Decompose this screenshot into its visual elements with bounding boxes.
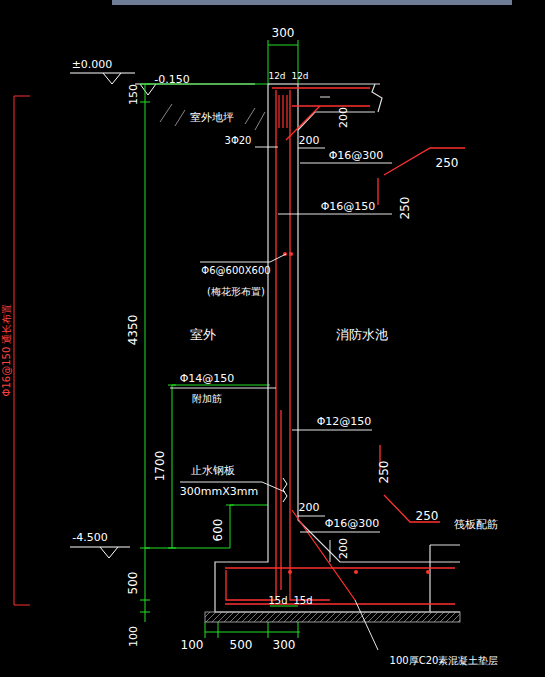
annotation-text: 500	[230, 639, 253, 651]
annotation-text: 250	[416, 510, 439, 522]
dimension-lines	[140, 40, 300, 638]
annotation-text: 3Φ20	[225, 136, 252, 146]
rebar	[225, 88, 465, 604]
dimension-text: 250	[378, 461, 390, 484]
annotation-text: 15d	[293, 596, 312, 606]
dimension-text: 500	[127, 572, 139, 595]
annotation-text: 12d	[291, 72, 308, 81]
annotation-text: 15d	[268, 596, 287, 606]
annotation-text: 止水钢板	[191, 465, 235, 476]
annotation-text: 200	[299, 135, 320, 146]
annotation-text: 300	[272, 27, 295, 39]
annotation-text: (梅花形布置)	[207, 287, 265, 297]
annotation-text: -4.500	[72, 532, 107, 543]
dimension-text: Φ16@150 通长布置	[2, 304, 12, 397]
annotation-text: ±0.000	[72, 59, 113, 70]
dimension-text: 150	[128, 84, 139, 105]
dimension-text: 100	[128, 626, 139, 647]
concrete-outline	[215, 84, 460, 612]
annotation-text: 附加筋	[192, 394, 222, 404]
annotation-text: 消防水池	[336, 328, 388, 341]
annotation-text: 室外地坪	[190, 112, 234, 123]
rebar-bars	[279, 95, 287, 128]
annotation-text: 100	[181, 639, 204, 651]
annotation-text: 室外	[190, 328, 216, 341]
rebar-dots	[283, 252, 430, 574]
blinding-layer	[205, 612, 460, 622]
water-stop	[283, 478, 287, 502]
dimension-text: 200	[338, 107, 349, 128]
annotation-text: 300	[273, 639, 296, 651]
annotation-text: 100厚C20素混凝土垫层	[390, 656, 499, 666]
annotation-text: 12d	[268, 72, 285, 81]
title-bar	[112, 0, 512, 5]
annotation-text: Φ16@300	[329, 150, 384, 161]
annotation-text: Φ14@150	[180, 373, 235, 384]
annotation-text: Φ6@600X600	[201, 266, 270, 276]
annotation-text: 200	[299, 502, 320, 513]
dimension-text: 1700	[154, 451, 166, 482]
annotation-text: 300mmX3mm	[180, 486, 258, 497]
dimension-text: 250	[399, 197, 411, 220]
dimension-text: 4350	[127, 315, 139, 346]
annotation-text: Φ16@150	[321, 201, 376, 212]
ground-hatch	[160, 104, 265, 130]
annotation-text: -0.150	[154, 74, 189, 85]
annotation-text: 250	[436, 157, 459, 169]
dimension-text: 600	[212, 519, 224, 542]
dimension-text: 200	[338, 538, 349, 559]
leader-lines	[170, 97, 392, 650]
annotation-text: Φ12@150	[317, 416, 372, 427]
bracket	[14, 96, 30, 605]
annotation-text: 筏板配筋	[454, 519, 498, 530]
annotation-text: Φ16@300	[325, 518, 380, 529]
